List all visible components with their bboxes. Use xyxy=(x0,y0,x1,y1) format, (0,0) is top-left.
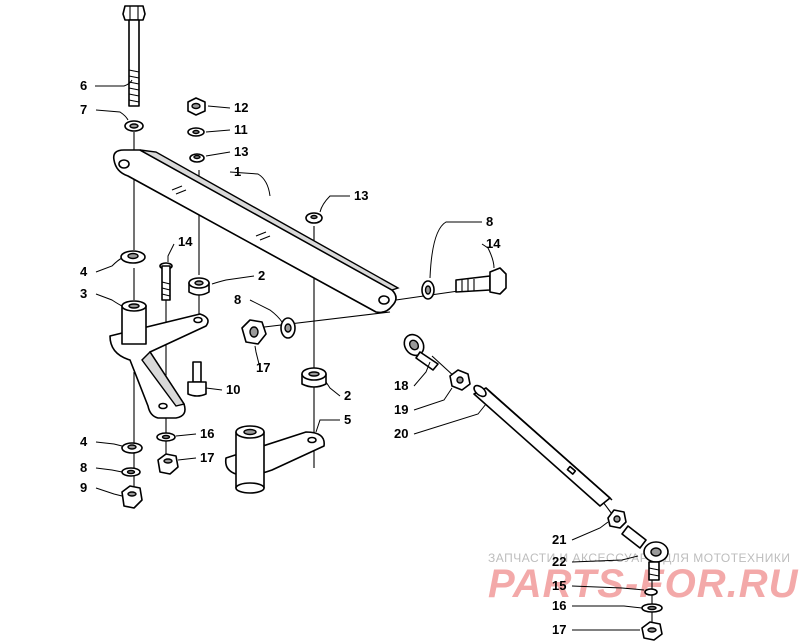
callout-20: 20 xyxy=(394,426,408,441)
callout-4-upper: 4 xyxy=(80,264,88,279)
part-22-rod-end-lower xyxy=(621,525,669,581)
callout-8-right: 8 xyxy=(486,214,493,229)
part-20-tie-rod-tube xyxy=(473,384,613,507)
callout-18: 18 xyxy=(394,378,408,393)
part-16-washer-middle xyxy=(156,432,176,442)
part-17-nut-bottom xyxy=(641,621,663,641)
watermark-brand: PARTS-FOR.RU xyxy=(488,562,799,606)
watermark: ЗАПЧАСТИ И АКСЕССУАРЫ ДЛЯ МОТОТЕХНИКИ PA… xyxy=(488,551,799,606)
callout-7: 7 xyxy=(80,102,87,117)
part-14-bolt-right xyxy=(455,267,507,295)
part-8-washer-lower xyxy=(121,467,141,477)
callout-21: 21 xyxy=(552,532,566,547)
part-13-bushing-right xyxy=(305,212,323,224)
part-1-lever-arm xyxy=(112,149,400,314)
callout-17-lower: 17 xyxy=(200,450,214,465)
callout-8-lower: 8 xyxy=(80,460,87,475)
part-8-washer-middle xyxy=(280,317,296,339)
part-11-washer xyxy=(187,127,205,137)
callout-8-middle: 8 xyxy=(234,292,241,307)
part-17-nut-middle xyxy=(241,319,267,345)
part-14-bolt-left xyxy=(159,262,173,301)
part-4-washer-lower xyxy=(121,442,143,454)
callout-3: 3 xyxy=(80,286,87,301)
part-16-washer-lower xyxy=(641,603,663,613)
part-6-long-bolt xyxy=(122,5,146,107)
part-5-lower-lever xyxy=(224,425,325,494)
callout-22: 22 xyxy=(552,554,566,569)
part-10-bolt xyxy=(187,361,207,397)
part-2-spacer-lower xyxy=(301,367,327,388)
callout-13-right: 13 xyxy=(354,188,368,203)
callout-14-left: 14 xyxy=(178,234,193,249)
callout-6: 6 xyxy=(80,78,87,93)
callout-17-bottom: 17 xyxy=(552,622,566,637)
callout-19: 19 xyxy=(394,402,408,417)
part-7-washer xyxy=(124,120,144,132)
part-9-nut xyxy=(121,485,143,509)
callout-17-middle: 17 xyxy=(256,360,270,375)
callout-5: 5 xyxy=(344,412,351,427)
callout-13-upper: 13 xyxy=(234,144,248,159)
callout-16-lower: 16 xyxy=(552,598,566,613)
part-4-washer-upper xyxy=(120,250,146,264)
callout-2-lower: 2 xyxy=(344,388,351,403)
callout-12: 12 xyxy=(234,100,248,115)
callout-10: 10 xyxy=(226,382,240,397)
part-13-bushing-upper xyxy=(189,153,205,163)
callout-11: 11 xyxy=(234,122,248,137)
part-12-nut xyxy=(187,97,206,116)
leader-lines xyxy=(95,79,645,631)
callout-15: 15 xyxy=(552,578,566,593)
watermark-caption: ЗАПЧАСТИ И АКСЕССУАРЫ ДЛЯ МОТОТЕХНИКИ xyxy=(488,551,790,565)
part-15-spacer xyxy=(644,588,658,596)
part-17-nut-lower xyxy=(157,453,179,475)
part-21-jam-nut xyxy=(607,509,627,529)
callout-4-lower: 4 xyxy=(80,434,88,449)
part-2-spacer-upper xyxy=(188,277,210,296)
callout-labels: 6 7 12 11 13 1 13 8 14 14 4 2 3 8 17 10 … xyxy=(80,78,566,637)
part-18-rod-end xyxy=(403,333,439,371)
part-8-washer-right xyxy=(421,280,435,300)
callout-2-upper: 2 xyxy=(258,268,265,283)
part-3-pivot-bracket xyxy=(109,300,209,419)
callout-1: 1 xyxy=(234,164,241,179)
callout-16-middle: 16 xyxy=(200,426,214,441)
part-19-jam-nut xyxy=(449,369,471,391)
callout-9: 9 xyxy=(80,480,87,495)
callout-14-right: 14 xyxy=(486,236,501,251)
